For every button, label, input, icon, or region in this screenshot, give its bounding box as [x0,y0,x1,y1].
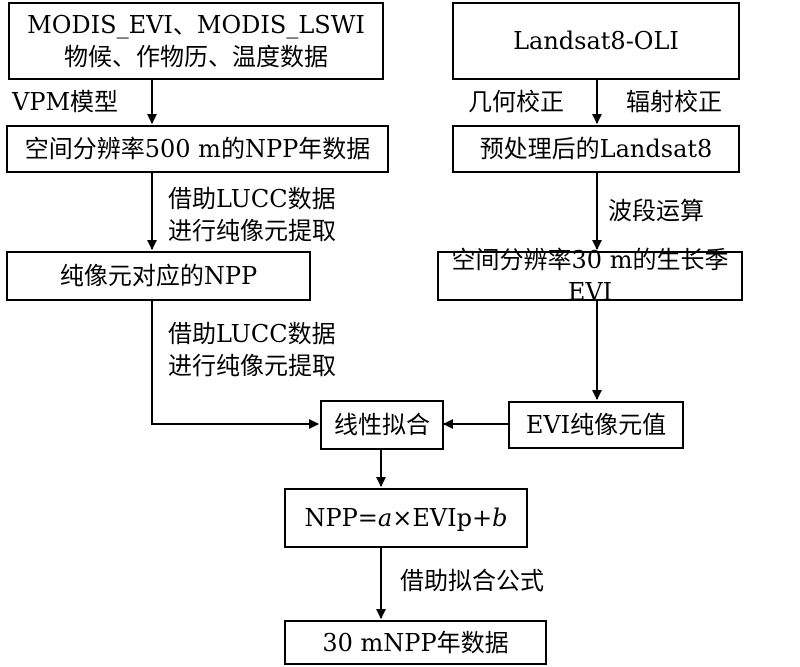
preprocessed-landsat-label: 预处理后的Landsat8 [479,135,713,163]
vpm-model-label: VPM模型 [12,88,119,116]
band-math-label: 波段运算 [608,197,704,225]
apply-formula-label: 借助拟合公式 [400,567,544,595]
evi-30m-box: 空间分辨率30 m的生长季EVI [437,246,743,306]
evi-pure-pixel-box: EVI纯像元值 [508,401,684,449]
npp-30m-result-box: 30 mNPP年数据 [284,620,547,665]
lucc-extraction-label-upper: 借助LUCC数据 进行纯像元提取 [168,185,336,245]
pure-pixel-npp-label: 纯像元对应的NPP [59,262,258,290]
evi-30m-label: 空间分辨率30 m的生长季EVI [451,246,729,306]
regression-formula-box: NPP=a×EVIp+b [284,488,528,548]
linear-fit-box: 线性拟合 [320,400,444,450]
landsat-input-label: Landsat8-OLI [513,27,679,55]
preprocessed-landsat-box: 预处理后的Landsat8 [452,125,740,173]
linear-fit-label: 线性拟合 [334,411,430,439]
geometric-correction-label: 几何校正 [468,88,564,116]
modis-input-box: MODIS_EVI、MODIS_LSWI 物候、作物历、温度数据 [8,2,384,80]
npp-500m-box: 空间分辨率500 m的NPP年数据 [6,125,389,173]
npp-30m-result-label: 30 mNPP年数据 [322,628,509,657]
arrow-purenpp-to-fit [151,301,319,429]
modis-input-line2: 物候、作物历、温度数据 [64,43,328,71]
regression-formula: NPP=a×EVIp+b [304,504,508,532]
npp-500m-label: 空间分辨率500 m的NPP年数据 [24,135,371,163]
pure-pixel-npp-box: 纯像元对应的NPP [6,251,311,301]
evi-pure-pixel-label: EVI纯像元值 [525,411,667,439]
radiometric-correction-label: 辐射校正 [626,88,722,116]
landsat-input-box: Landsat8-OLI [452,2,740,80]
lucc-extraction-label-lower: 借助LUCC数据 进行纯像元提取 [168,320,336,380]
modis-input-line1: MODIS_EVI、MODIS_LSWI [27,11,365,39]
